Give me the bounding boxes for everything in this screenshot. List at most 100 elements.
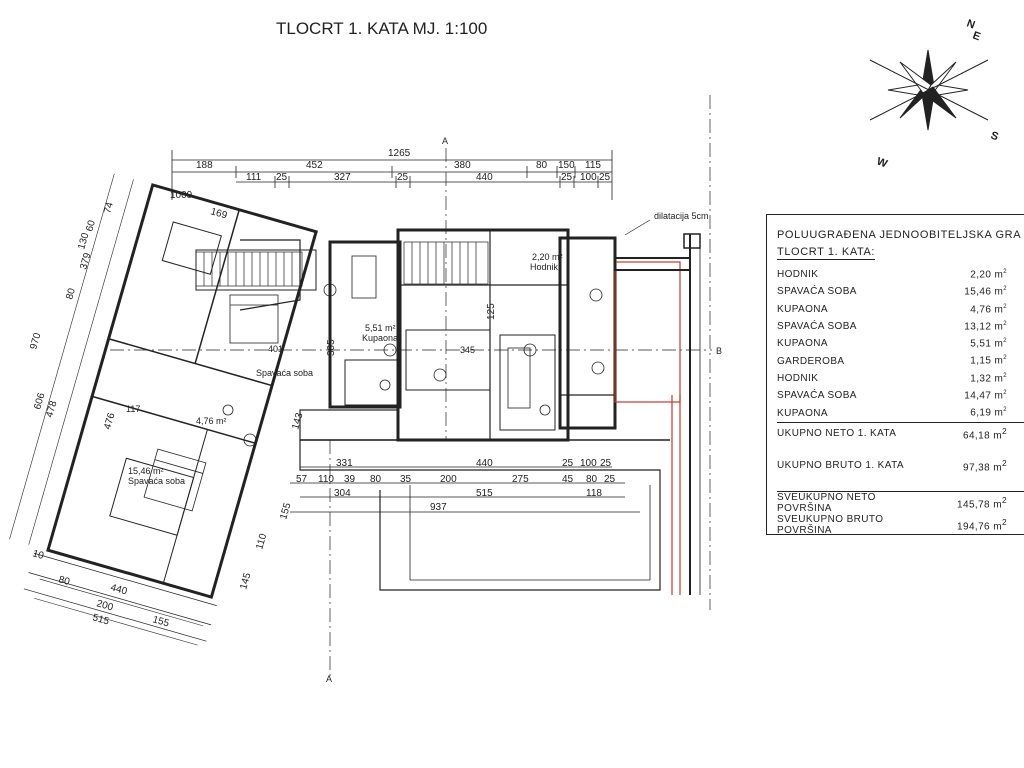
dim-bottom-155: 155: [151, 614, 170, 629]
legend-subheading: TLOCRT 1. KATA:: [777, 246, 876, 260]
area-legend-table: POLUUGRAĐENA JEDNOOBITELJSKA GRA TLOCRT …: [766, 214, 1024, 535]
dim-left-478: 478: [44, 399, 59, 418]
dim-mid2-57: 57: [296, 474, 308, 485]
dim-top2-8: 25: [599, 172, 611, 183]
drawing-title: TLOCRT 1. KATA MJ. 1:100: [276, 19, 487, 38]
dim-top2-2: 25: [276, 172, 288, 183]
compass-e-label: E: [971, 30, 982, 44]
dim-mid2-200: 200: [440, 474, 457, 485]
dim-top-1: 188: [196, 160, 213, 171]
dim-top2-5: 440: [476, 172, 493, 183]
dilatation-zone: [614, 233, 701, 595]
bottom-left-dims: [23, 552, 217, 642]
fixtures: [222, 255, 605, 447]
room-12-label: Spavaća soba: [256, 368, 313, 378]
dim-mid-440: 440: [476, 458, 493, 469]
compass-n-label: N: [965, 18, 977, 32]
dim-right-143: 143: [290, 411, 305, 430]
room-label-401: 401: [268, 344, 283, 354]
section-a-top: A: [442, 136, 448, 146]
dim-left-60: 60: [84, 219, 98, 233]
dim-mid2-25: 25: [604, 474, 616, 485]
dim-top-2: 452: [306, 160, 323, 171]
dim-1009: 1009: [170, 190, 193, 201]
dim-169: 169: [209, 206, 228, 221]
dim-left-970: 970: [28, 331, 43, 350]
dim-left-80: 80: [64, 287, 78, 301]
dim-mid2-275: 275: [512, 474, 529, 485]
dim-mid2-35: 35: [400, 474, 412, 485]
room-14-area: 5,51 m²: [365, 323, 396, 333]
dim-mid3-304: 304: [334, 488, 351, 499]
dim-left-74: 74: [102, 201, 116, 215]
dilatation-note: dilatacija 5cm: [654, 211, 709, 221]
terrace-outline: [299, 439, 670, 591]
dim-mid2-80b: 80: [586, 474, 598, 485]
dim-bottom-80: 80: [57, 574, 71, 588]
dim-left-379: 379: [78, 251, 93, 270]
left-wing: [9, 173, 318, 646]
dim-top2-1: 111: [246, 172, 262, 183]
room-15-label: Hodnik: [530, 262, 559, 272]
dim-mid-331: 331: [336, 458, 353, 469]
section-lines: [110, 95, 712, 680]
dim-right-110: 110: [254, 532, 269, 551]
room-15-area: 2,20 m²: [532, 252, 563, 262]
dim-mid2-45: 45: [562, 474, 574, 485]
dim-top2-7: 100: [580, 172, 597, 183]
top-dimension-lines: [171, 150, 613, 200]
dim-mid3-118: 118: [586, 488, 602, 499]
dim-left-606: 606: [32, 391, 47, 410]
dim-bottom-10: 10: [31, 548, 45, 562]
dim-mid2-39: 39: [344, 474, 356, 485]
room-13-area: 4,76 m²: [196, 416, 227, 426]
dim-top2-3: 327: [334, 172, 351, 183]
dim-117: 117: [126, 404, 140, 414]
dim-top2-4: 25: [397, 172, 409, 183]
dim-top-6: 115: [585, 160, 601, 171]
dim-bottom-200: 200: [95, 598, 114, 613]
staircase-right: [403, 241, 489, 285]
dim-bottom-515: 515: [91, 612, 110, 627]
section-b-right: B: [716, 346, 722, 356]
dim-right-145: 145: [238, 571, 253, 590]
dim-mid-total: 937: [430, 502, 447, 513]
compass-icon: [869, 49, 989, 131]
dim-top2-6: 25: [561, 172, 573, 183]
dim-mid2-110: 110: [318, 474, 334, 485]
dim-mid-100: 100: [580, 458, 597, 469]
mid-dimension-lines: [290, 466, 640, 513]
dim-476: 476: [102, 411, 117, 430]
dim-bottom-440: 440: [109, 582, 128, 597]
room-14-label: Kupaona: [362, 333, 398, 343]
dim-305: 305: [326, 339, 337, 356]
dim-125: 125: [486, 303, 497, 320]
dim-top-5: 150: [558, 160, 575, 171]
room-11-label: Spavaća soba: [128, 476, 185, 486]
dim-top-3: 380: [454, 160, 471, 171]
dim-right-155: 155: [278, 501, 293, 520]
compass-w-label: W: [875, 156, 889, 171]
compass-s-label: S: [989, 130, 1000, 144]
dim-left-130: 130: [76, 231, 91, 250]
section-a-bottom: A: [326, 674, 332, 684]
dim-mid2-80: 80: [370, 474, 382, 485]
staircase-left: [195, 251, 303, 287]
dilatation-leader: [624, 219, 651, 236]
dim-mid-25a: 25: [562, 458, 574, 469]
dim-mid-25b: 25: [600, 458, 612, 469]
